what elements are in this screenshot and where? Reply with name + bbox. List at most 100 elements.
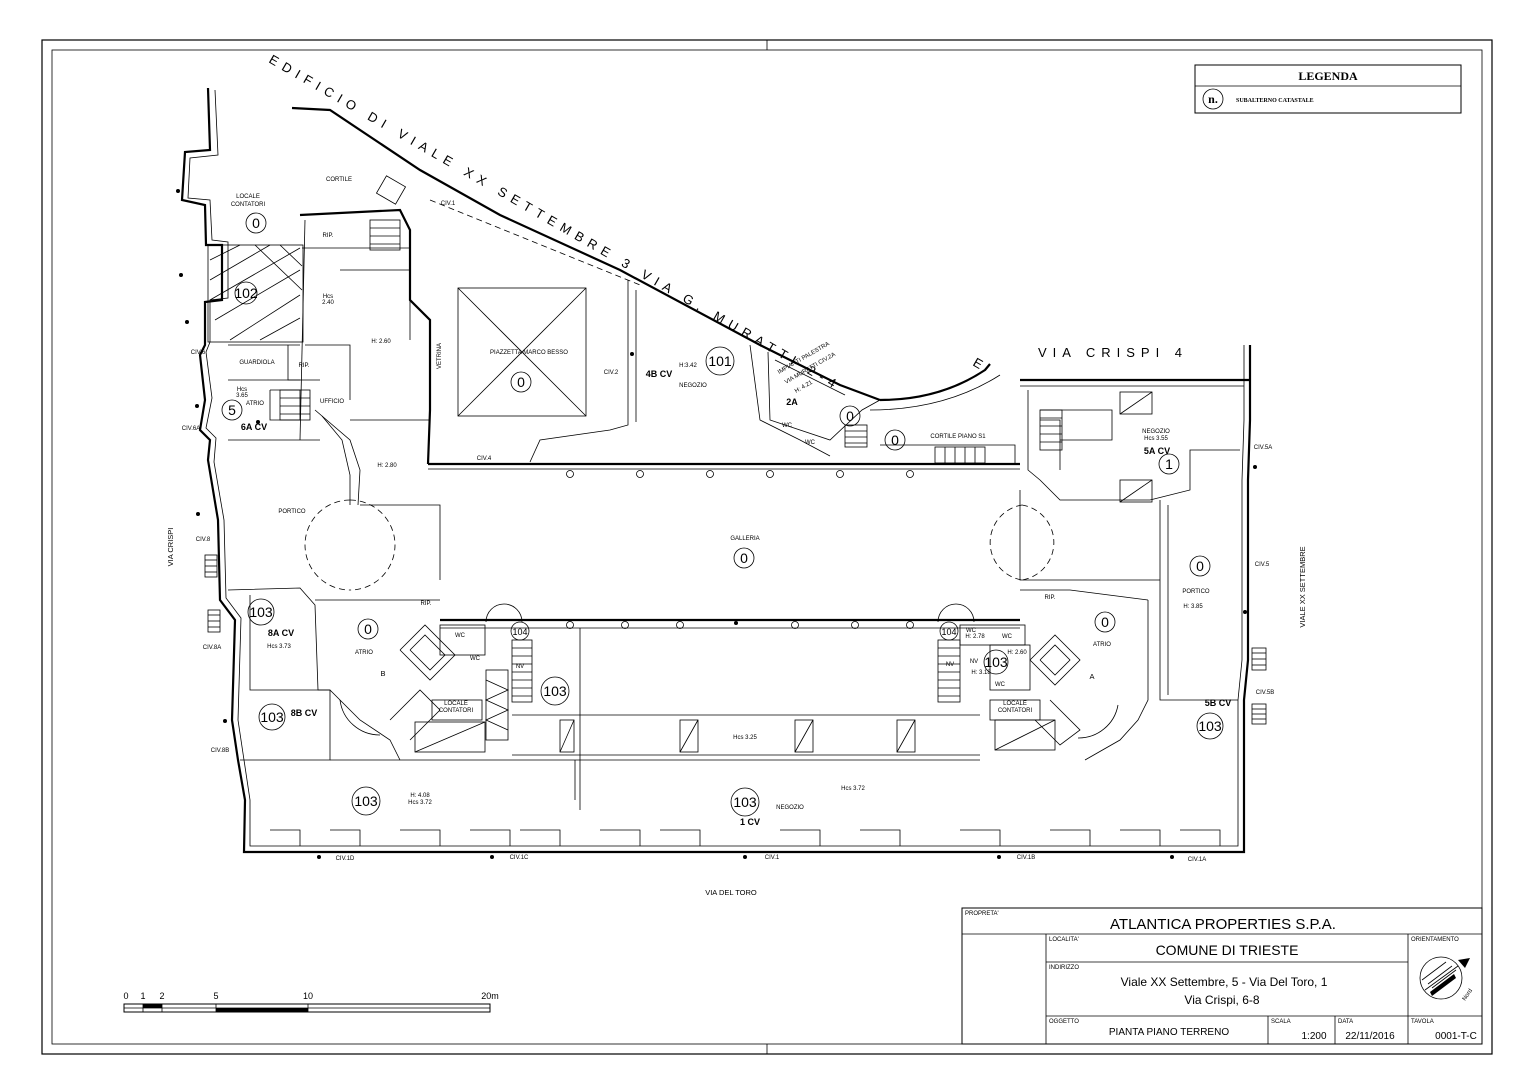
civic-label: CIV.8B (211, 748, 229, 754)
title-block-orientation-label: ORIENTAMENTO (1411, 937, 1459, 943)
title-block-location: COMUNE DI TRIESTE (1156, 942, 1299, 958)
scale-tick-label: 1 (140, 991, 145, 1001)
room-label-wc-5: WC (1002, 634, 1013, 640)
height-label-260: H: 2.60 (371, 339, 391, 345)
title-block-subject: PIANTA PIANO TERRENO (1109, 1027, 1229, 1038)
hatched-area-102 (207, 244, 304, 343)
room-label-a: A (1089, 672, 1094, 681)
room-label-rip-4: RIP. (421, 601, 432, 607)
unit-number: 101 (708, 353, 732, 369)
unit-number: 0 (252, 215, 260, 231)
unit-marker: 5 (221, 399, 243, 421)
civic-label: CIV.4 (477, 456, 492, 462)
unit-number: 0 (1196, 558, 1204, 574)
room-label-locale-2: CONTATORI (231, 202, 266, 208)
room-label-ufficio: UFFICIO (320, 399, 344, 405)
civic-label: CIV.5B (1256, 690, 1274, 696)
room-label-wc-2: WC (805, 440, 816, 446)
civic-label: CIV.5 (1255, 562, 1270, 568)
unit-marker: 101 (705, 346, 735, 376)
unit-markers: 0 102 5 0 101 0 0 1 0 0 103 0 104 103 10… (221, 212, 1224, 817)
street-label-east: VIALE XX SETTEMBRE (1298, 546, 1307, 627)
cv-mark: 4B CV (646, 369, 673, 379)
room-label-negozio-2: NEGOZIO (1142, 429, 1170, 435)
title-block-sheet-label: TAVOLA (1411, 1019, 1434, 1025)
civic-label: CIV.6A (182, 426, 200, 432)
room-label-piazzetta: PIAZZETTA MARCO BESSO (490, 350, 568, 356)
building-walls (180, 87, 1252, 854)
cv-mark: 5B CV (1205, 698, 1232, 708)
unit-marker: 1 (1158, 453, 1180, 475)
title-block-sheet: 0001-T-C (1435, 1031, 1477, 1042)
street-label-south: VIA DEL TORO (705, 888, 757, 897)
title-block-owner-label: PROPRETA' (965, 911, 999, 917)
room-label-guardiola: GUARDIOLA (239, 360, 274, 366)
legend-box: LEGENDA n. SUBALTERNO CATASTALE (1194, 64, 1462, 114)
unit-number: 0 (740, 550, 748, 566)
unit-number: 0 (1101, 614, 1109, 630)
unit-marker: 0 (1189, 555, 1211, 577)
unit-marker: 103 (540, 676, 570, 706)
room-label-wc-6: WC (995, 682, 1006, 688)
height-label-guardiola-2: 3.65 (236, 393, 248, 399)
unit-number: 0 (364, 621, 372, 637)
title-block-date: 22/11/2016 (1345, 1031, 1395, 1042)
cv-marks: 6A CV 4B CV 2A 5A CV 8A CV 8B CV 5B CV 1… (241, 369, 1231, 827)
unit-number: 0 (891, 432, 899, 448)
scale-tick-label: 20m (481, 991, 499, 1001)
room-label-nv-3: NV (970, 659, 978, 665)
room-label-wc-7: WC (470, 656, 481, 662)
title-block-date-label: DATA (1338, 1019, 1353, 1025)
room-label-nv-1: NV (516, 664, 524, 670)
unit-number: 103 (733, 794, 757, 810)
room-label-cortile-s1: CORTILE PIANO S1 (930, 434, 986, 440)
title-block-address-label: INDIRIZZO (1049, 965, 1079, 971)
room-labels: CORTILE LOCALE CONTATORI RIP. RIP. RIP. … (231, 177, 1210, 811)
civic-labels: CIV.1 CIV.6 CIV.6A CIV.2 CIV.4 CIV.5A CI… (176, 189, 1274, 863)
unit-marker: 102 (234, 281, 258, 305)
room-label-rip-1: RIP. (323, 233, 334, 239)
height-label-278: H: 2.78 (965, 634, 985, 640)
unit-number: 0 (517, 374, 525, 390)
civic-label: CIV.1A (1188, 857, 1206, 863)
room-label-locale-b-2: CONTATORI (439, 708, 474, 714)
unit-marker: 103 (247, 598, 275, 626)
unit-marker: 0 (1094, 611, 1116, 633)
unit-marker: 103 (730, 787, 760, 817)
title-block: PROPRETA' ATLANTICA PROPERTIES S.P.A. LO… (961, 907, 1483, 1045)
unit-number: 103 (260, 709, 284, 725)
height-label-325: Hcs 3.25 (733, 735, 757, 741)
scale-tick-label: 10 (303, 991, 313, 1001)
room-label-portico-2: PORTICO (1182, 589, 1210, 595)
civic-label: CIV.5A (1254, 445, 1272, 451)
room-label-rip-2: RIP. (299, 363, 310, 369)
civic-label: CIV.2 (604, 370, 619, 376)
room-label-negozio-1: NEGOZIO (679, 383, 707, 389)
unit-marker: 104 (510, 621, 530, 641)
unit-number: 104 (512, 627, 527, 637)
civic-label: CIV.1 (441, 201, 456, 207)
cv-mark: 8B CV (291, 708, 318, 718)
unit-number: 103 (984, 654, 1008, 670)
room-label-impianti-3: H: 4.21 (794, 380, 814, 395)
unit-marker: 103 (983, 649, 1009, 675)
unit-marker: 103 (258, 703, 286, 731)
room-label-negozio-3: NEGOZIO (776, 805, 804, 811)
room-label-cortile: CORTILE (326, 177, 352, 183)
title-block-location-label: LOCALITA' (1049, 937, 1079, 943)
unit-number: 0 (846, 408, 854, 424)
room-label-atrio-1: ATRIO (246, 401, 264, 407)
room-label-wc-4: WC (966, 628, 977, 634)
height-label-373: Hcs 3.73 (267, 644, 291, 650)
unit-marker: 104 (939, 621, 959, 641)
height-label-260b: H: 2.60 (1007, 650, 1027, 656)
unit-number: 103 (1198, 718, 1222, 734)
unit-number: 103 (249, 604, 273, 620)
unit-marker: 0 (245, 212, 267, 234)
stair-hatching (279, 219, 1063, 741)
unit-marker: 0 (357, 618, 379, 640)
civic-label: CIV.1C (510, 855, 529, 861)
unit-number: 5 (228, 402, 236, 418)
unit-marker: 0 (884, 429, 906, 451)
